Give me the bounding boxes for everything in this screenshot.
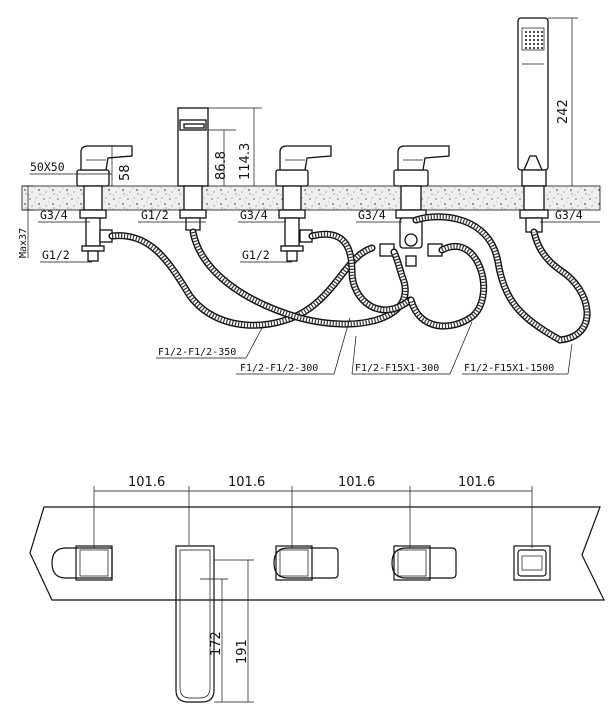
spacing-dim-2: 101.6: [228, 475, 265, 490]
spout: [177, 107, 209, 231]
hose-label-4: F1/2-F15X1-1500: [464, 363, 554, 374]
handle-size-label: 50X50: [30, 160, 65, 174]
deck-surface: [21, 185, 601, 211]
plan-diverter-handle: [391, 545, 457, 581]
hose-label-1: F1/2-F1/2-350: [158, 347, 236, 358]
spacing-dim-3: 101.6: [338, 475, 375, 490]
thread-label-7: G1/2: [242, 248, 270, 262]
spacing-dim-4: 101.6: [458, 475, 495, 490]
spout-outer-dim: 191: [235, 639, 250, 664]
spout-total-dim: 114.3: [238, 143, 253, 180]
hose-label-3: F1/2-F15X1-300: [355, 363, 439, 374]
middle-valve: [275, 145, 332, 262]
deck-max-label: Max37: [18, 228, 29, 258]
plan-left-handle: [51, 545, 113, 581]
plan-view: 101.6 101.6 101.6 101.6 172 191: [29, 475, 605, 703]
plan-spout: [175, 545, 254, 703]
elevation-view: Max37 50X50 58: [18, 17, 601, 375]
hoses: [108, 213, 591, 344]
deck-outline: [29, 506, 605, 601]
thread-label-6: G1/2: [42, 248, 70, 262]
handshower-length-dim: 242: [556, 99, 571, 124]
thread-label-3: G3/4: [240, 208, 268, 222]
diverter-valve: [379, 145, 450, 267]
spout-upper-dim: 86.8: [214, 151, 229, 180]
thread-label-1: G3/4: [40, 208, 68, 222]
plan-middle-handle: [273, 545, 339, 581]
left-valve: [76, 145, 133, 262]
plan-handshower-holder: [513, 545, 551, 581]
thread-label-2: G1/2: [141, 208, 169, 222]
thread-label-4: G3/4: [358, 208, 386, 222]
handshower: [517, 17, 549, 233]
spacing-dim-1: 101.6: [128, 475, 165, 490]
spout-inner-dim: 172: [209, 631, 224, 656]
handle-height-label: 58: [118, 164, 133, 181]
thread-label-5: G3/4: [555, 208, 583, 222]
hose-label-2: F1/2-F1/2-300: [240, 363, 318, 374]
